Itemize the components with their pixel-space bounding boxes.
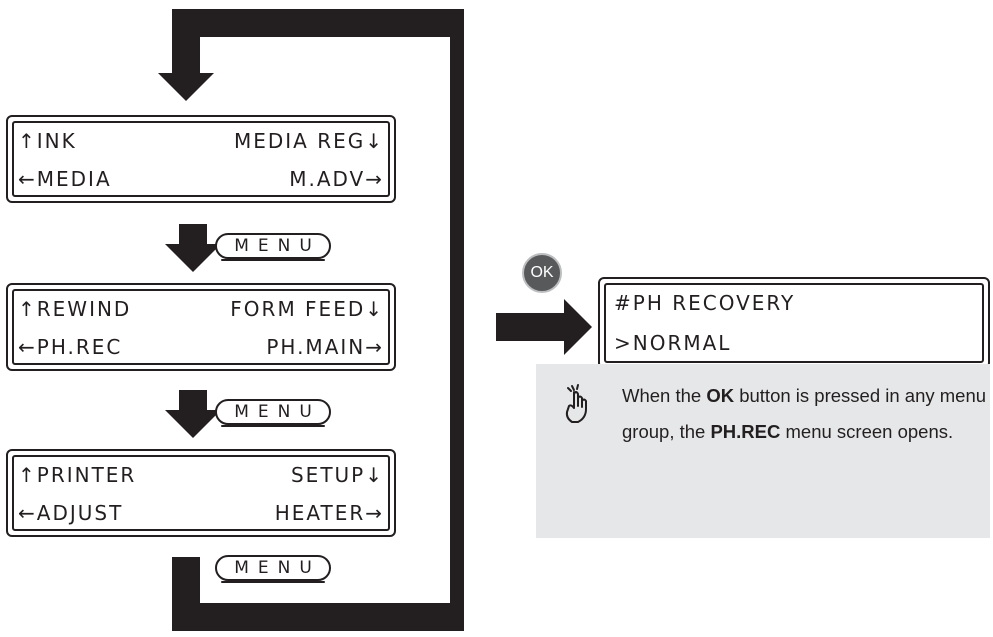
screen-2-line-1-left: ↑REWIND	[18, 297, 132, 321]
note-text-3: menu screen opens.	[780, 421, 954, 442]
screen-3-line-1-right: SETUP↓	[290, 463, 384, 487]
note-text-1: When the	[622, 385, 707, 406]
result-line-2: >NORMAL	[614, 331, 732, 355]
screen-1-line-2-left: ←MEDIA	[18, 167, 112, 191]
screen-1-line-1-left: ↑INK	[18, 129, 77, 153]
right-arrow-icon	[564, 299, 592, 355]
screen-2-line-1-right: FORM FEED↓	[230, 297, 384, 321]
lcd-result-screen-frame	[604, 283, 984, 363]
lcd-screen-1-frame	[12, 121, 390, 197]
lcd-screen-3-line-2: ←ADJUST HEATER→	[18, 499, 384, 527]
menu-key-2: MENU	[215, 399, 331, 427]
down-arrow-2-icon	[165, 410, 221, 438]
flow-line-right	[450, 9, 464, 631]
screen-1-line-1-right: MEDIA REG↓	[233, 129, 384, 153]
flow-line-top	[172, 9, 464, 37]
screen-2-line-2-right: PH.MAIN→	[266, 335, 384, 359]
screen-1-line-2-right: M.ADV→	[289, 167, 384, 191]
hand-pointing-icon	[565, 384, 587, 423]
note-bold-phrec: PH.REC	[710, 421, 781, 442]
flow-line-bottom	[172, 603, 464, 631]
lcd-screen-2-line-2: ←PH.REC PH.MAIN→	[18, 333, 384, 361]
down-arrow-icon	[158, 73, 214, 101]
lcd-result-line-2: >NORMAL	[614, 329, 978, 357]
note-box: When the OK button is pressed in any men…	[536, 364, 990, 538]
right-arrow-shaft	[496, 313, 564, 341]
lcd-screen-1: ↑INK MEDIA REG↓ ←MEDIA M.ADV→	[6, 115, 396, 203]
lcd-screen-2: ↑REWIND FORM FEED↓ ←PH.REC PH.MAIN→	[6, 283, 396, 371]
lcd-screen-3-line-1: ↑PRINTER SETUP↓	[18, 461, 384, 489]
screen-3-line-1-left: ↑PRINTER	[18, 463, 137, 487]
lcd-screen-3-frame	[12, 455, 390, 531]
ok-button: OK	[522, 253, 562, 293]
lcd-screen-1-line-2: ←MEDIA M.ADV→	[18, 165, 384, 193]
lcd-result-screen: #PH RECOVERY >NORMAL	[598, 277, 990, 369]
lcd-screen-2-line-1: ↑REWIND FORM FEED↓	[18, 295, 384, 323]
menu-key-3: MENU	[215, 555, 331, 583]
menu-key-1: MENU	[215, 233, 331, 261]
screen-3-line-2-right: HEATER→	[274, 501, 384, 525]
note-bold-ok: OK	[706, 385, 735, 406]
lcd-screen-2-frame	[12, 289, 390, 365]
lcd-result-line-1: #PH RECOVERY	[614, 289, 978, 317]
screen-3-line-2-left: ←ADJUST	[18, 501, 124, 525]
lcd-screen-3: ↑PRINTER SETUP↓ ←ADJUST HEATER→	[6, 449, 396, 537]
result-line-1: #PH RECOVERY	[614, 291, 796, 315]
down-arrow-2-stem	[179, 390, 207, 410]
down-arrow-1-stem	[179, 224, 207, 244]
note-text-2: button is pressed in any menu group, the	[622, 385, 987, 442]
screen-2-line-2-left: ←PH.REC	[18, 335, 123, 359]
flow-line-bottom-stem	[172, 557, 200, 631]
lcd-screen-1-line-1: ↑INK MEDIA REG↓	[18, 127, 384, 155]
note-text: When the OK button is pressed in any men…	[622, 378, 988, 450]
down-arrow-1-icon	[165, 244, 221, 272]
